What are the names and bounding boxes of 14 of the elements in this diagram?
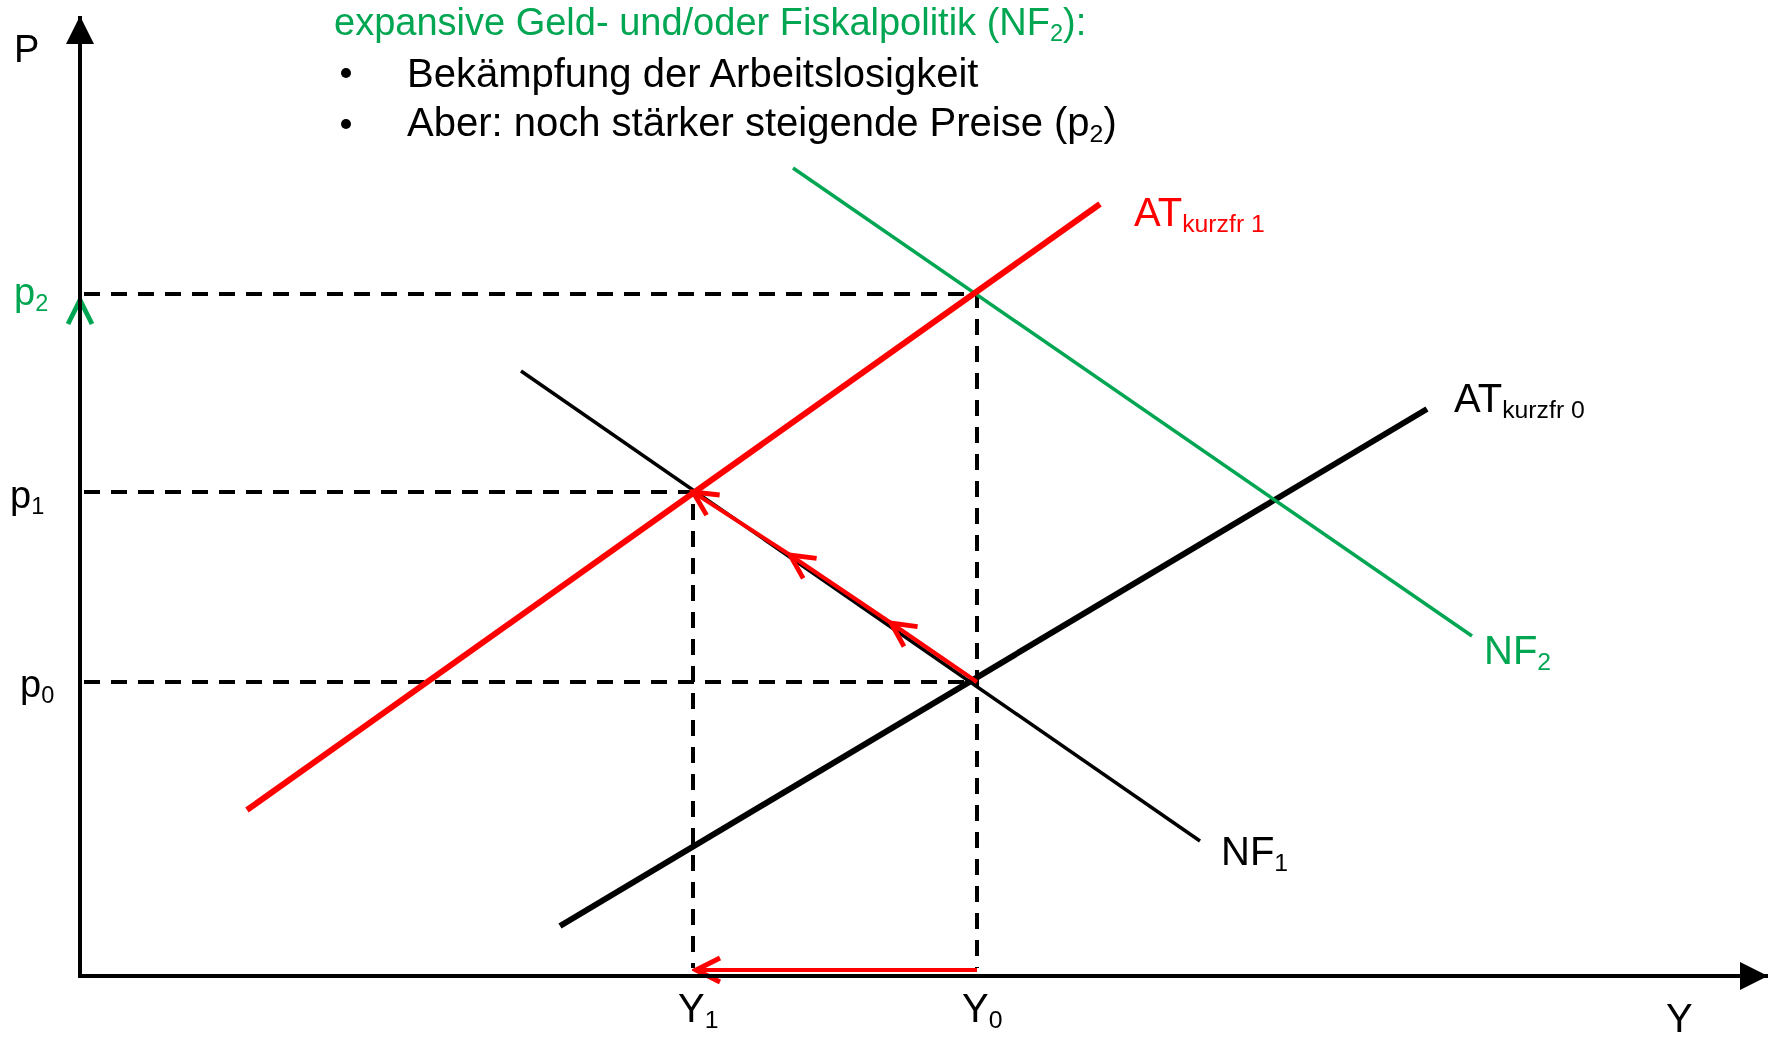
tick-label: p$_{2}$ [14,271,49,317]
curve-label: AT$_{kurzfr 0}$ [1454,375,1585,425]
curve-label: NF$_{1}$ [1221,828,1289,878]
axis-label: P [14,28,40,72]
tick-label: Y$_{0}$ [962,985,1003,1035]
bullet-text: Aber: noch stärker steigende Preise (p$_{2}$) [407,99,1117,149]
axis-label: Y [1666,995,1693,1038]
bullet-text: Bekämpfung der Arbeitslosigkeit [407,50,979,96]
curve-label: AT$_{kurzfr 1}$ [1134,189,1265,239]
tick-label: Y$_{1}$ [678,985,719,1035]
heading: expansive Geld- und/oder Fiskalpolitik (NF$_{2}$): [334,1,1087,47]
tick-label: p$_{1}$ [10,474,45,520]
tick-label: p$_{0}$ [20,663,55,709]
curve-label: NF$_{2}$ [1484,627,1552,677]
